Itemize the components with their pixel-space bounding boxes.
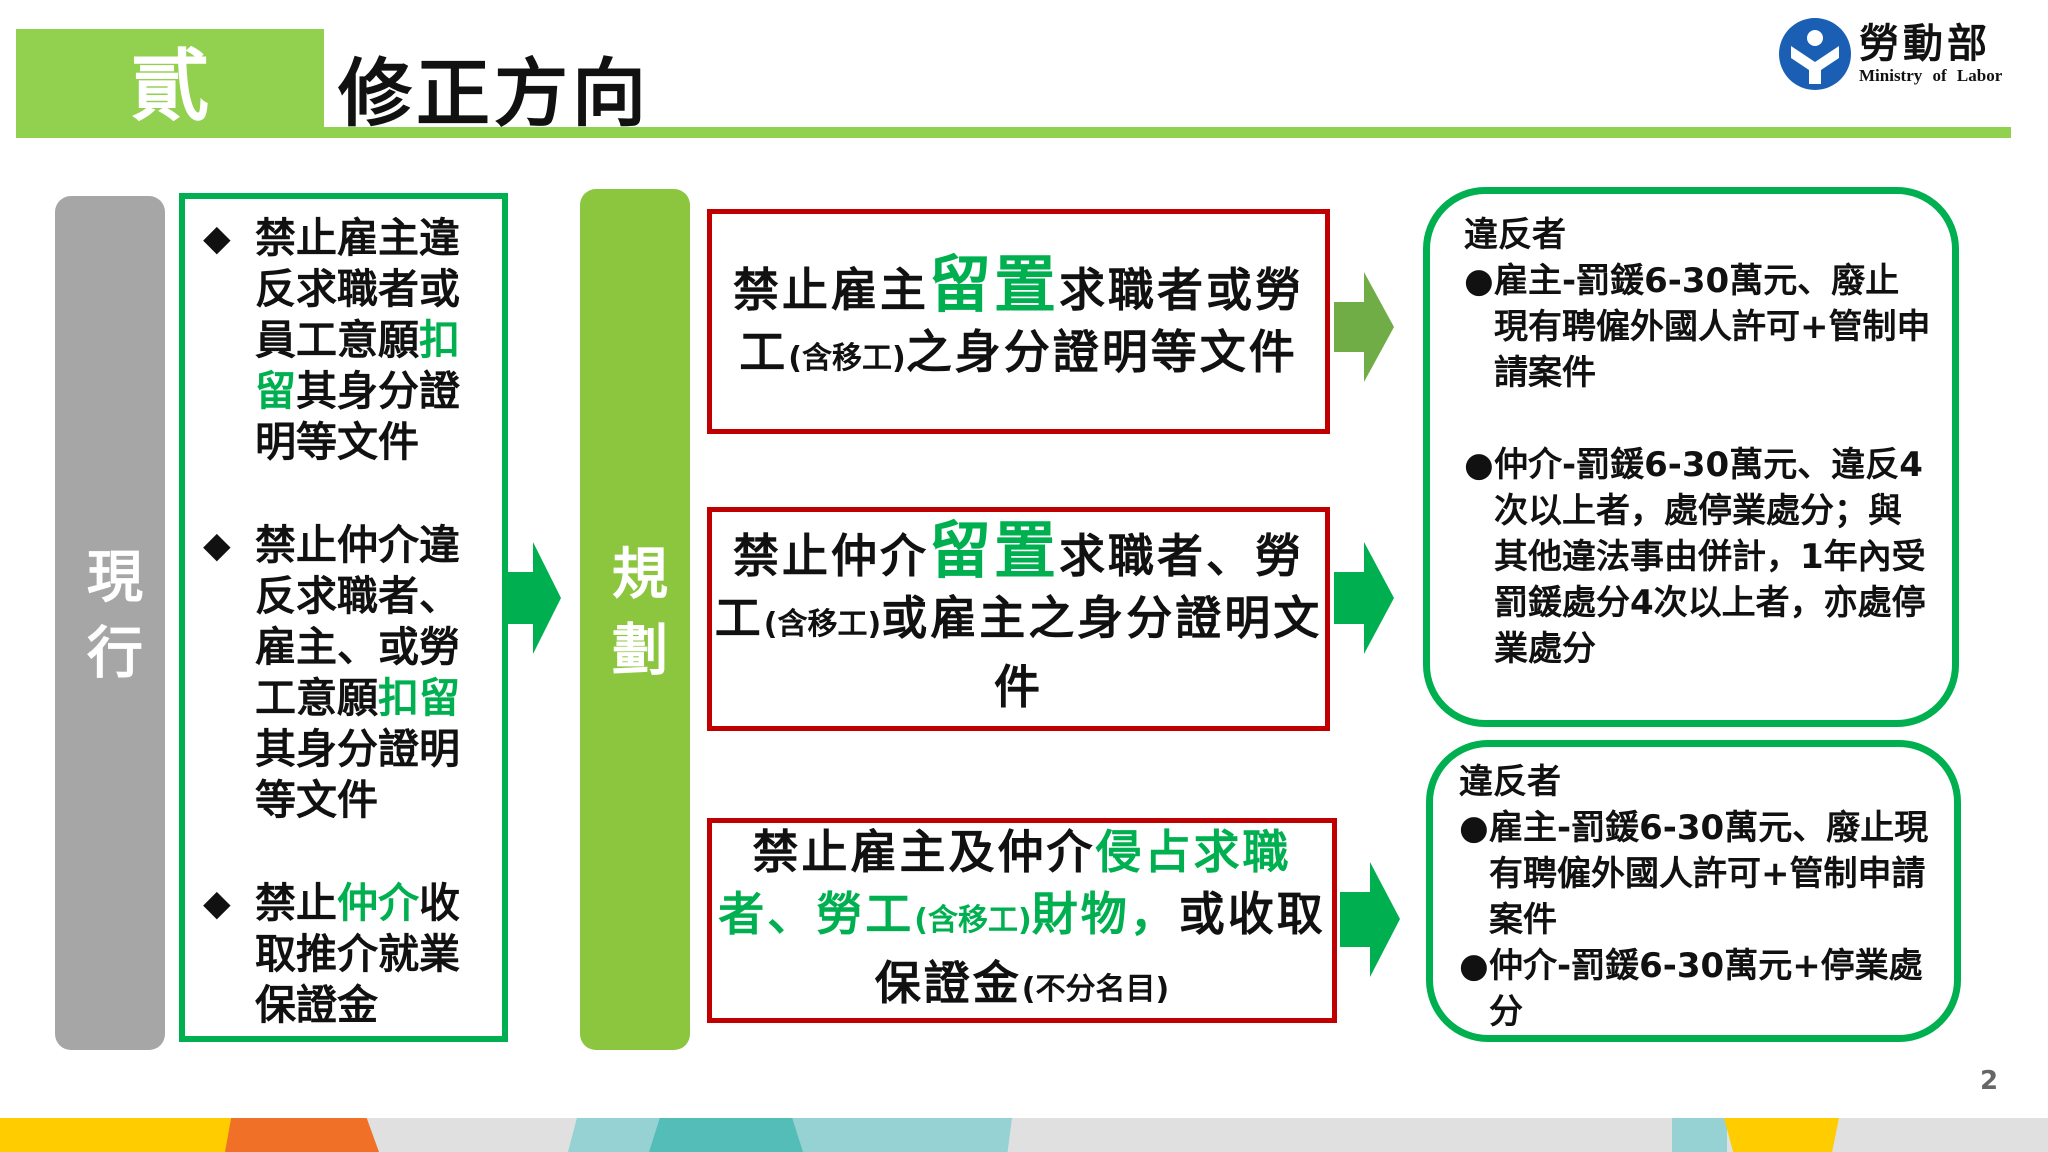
text: 其身分證明等文件: [255, 725, 460, 824]
highlight: 扣留: [255, 316, 460, 415]
current-rules-box: ◆禁止雇主違反求職者或員工意願扣留其身分證明等文件 ◆禁止仲介違反求職者、雇主、…: [179, 193, 508, 1042]
diamond-bullet-icon: ◆: [203, 525, 231, 566]
text: 禁止雇主違反求職者或員工意願: [255, 214, 460, 364]
highlight: 留置: [928, 247, 1059, 321]
text: 雇主-罰鍰6-30萬元、廢止現有聘僱外國人許可+管制申請案件: [1494, 261, 1931, 393]
text: 求職者、勞工: [714, 529, 1304, 645]
text: 禁止仲介: [732, 529, 929, 583]
text: 仲介-罰鍰6-30萬元+停業處分: [1489, 946, 1923, 1032]
penalty-box: 違反者 ●雇主-罰鍰6-30萬元、廢止現有聘僱外國人許可+管制申請案件 ●仲介-…: [1426, 740, 1961, 1042]
note: (不分名目): [1021, 971, 1170, 1007]
arrow-right-icon: [1334, 542, 1394, 654]
text: 禁止雇主: [732, 262, 929, 317]
page-number: 2: [1980, 1066, 1999, 1096]
penalty-item: ●雇主-罰鍰6-30萬元、廢止現有聘僱外國人許可+管制申請案件: [1464, 258, 1932, 396]
logo-english: Ministry of Labor: [1859, 66, 2003, 85]
text: 求職者或勞工: [739, 262, 1304, 379]
arrow-right-icon: [507, 542, 561, 654]
bullet-icon: ●: [1459, 946, 1489, 986]
text: 仲介-罰鍰6-30萬元、違反4次以上者，處停業處分；與其他違法事由併計，1年內受…: [1494, 445, 1926, 669]
page-title: 修正方向: [338, 51, 650, 137]
text: 其身分證明等文件: [255, 367, 460, 466]
title-divider: [16, 127, 2011, 138]
arrow-right-icon: [1334, 272, 1394, 382]
penalty-item: ●仲介-罰鍰6-30萬元+停業處分: [1459, 943, 1934, 1035]
penalty-item: ●雇主-罰鍰6-30萬元、廢止現有聘僱外國人許可+管制申請案件: [1459, 805, 1934, 943]
note: (含移工): [914, 902, 1032, 938]
text: 或雇主之身分證明文件: [881, 591, 1323, 714]
penalty-box: 違反者 ●雇主-罰鍰6-30萬元、廢止現有聘僱外國人許可+管制申請案件 ●仲介-…: [1423, 187, 1959, 727]
text: 禁止雇主及仲介: [752, 824, 1096, 879]
highlight: 扣留: [378, 674, 460, 722]
note: (含移工): [788, 340, 906, 376]
diamond-bullet-icon: ◆: [203, 218, 231, 259]
plan-box-property: 禁止雇主及仲介侵占求職者、勞工(含移工)財物，或收取保證金(不分名目): [707, 818, 1337, 1023]
current-rule: ◆ 禁止仲介違反求職者、雇主、或勞工意願扣留其身分證明等文件: [203, 520, 492, 826]
ministry-emblem-icon: [1779, 18, 1851, 90]
section-numeral-text: 貳: [130, 41, 209, 132]
footer-decoration: [0, 1118, 2048, 1152]
current-rule: ◆ 禁止雇主違反求職者或員工意願扣留其身分證明等文件: [203, 213, 492, 468]
penalty-item: ●仲介-罰鍰6-30萬元、違反4次以上者，處停業處分；與其他違法事由併計，1年內…: [1464, 442, 1932, 672]
text: 之身分證明等文件: [905, 324, 1298, 379]
penalty-heading: 違反者: [1464, 215, 1566, 255]
logo-chinese: 勞動部: [1859, 20, 1991, 67]
highlight: 仲介: [337, 879, 419, 927]
ministry-logo: 勞動部 Ministry of Labor: [1779, 14, 2029, 94]
plan-box-employer-retention: 禁止雇主留置求職者或勞工(含移工)之身分證明等文件: [707, 209, 1330, 434]
plan-label: 規劃: [580, 189, 690, 1050]
text: 雇主-罰鍰6-30萬元、廢止現有聘僱外國人許可+管制申請案件: [1489, 808, 1929, 940]
note: (含移工): [763, 607, 882, 642]
text: 或收取保證金: [874, 886, 1326, 1010]
text: 禁止: [255, 879, 337, 927]
text: 收取推介就業保證金: [255, 879, 460, 1029]
bullet-icon: ●: [1459, 808, 1489, 848]
text: 禁止仲介違反求職者、雇主、或勞工意願: [255, 521, 460, 722]
bullet-icon: ●: [1464, 445, 1494, 485]
diamond-bullet-icon: ◆: [203, 883, 231, 924]
highlight: 留置: [928, 514, 1059, 587]
highlight: 財物，: [1031, 886, 1179, 941]
penalty-heading: 違反者: [1459, 762, 1561, 802]
highlight: 侵占求職者、勞工: [718, 824, 1292, 941]
current-rule: ◆ 禁止仲介收取推介就業保證金: [203, 878, 492, 1031]
bullet-icon: ●: [1464, 261, 1494, 301]
plan-box-broker-retention: 禁止仲介留置求職者、勞工(含移工)或雇主之身分證明文件: [707, 507, 1330, 731]
current-label: 現行: [55, 196, 165, 1050]
arrow-right-icon: [1340, 862, 1400, 977]
section-numeral: 貳: [16, 29, 324, 132]
